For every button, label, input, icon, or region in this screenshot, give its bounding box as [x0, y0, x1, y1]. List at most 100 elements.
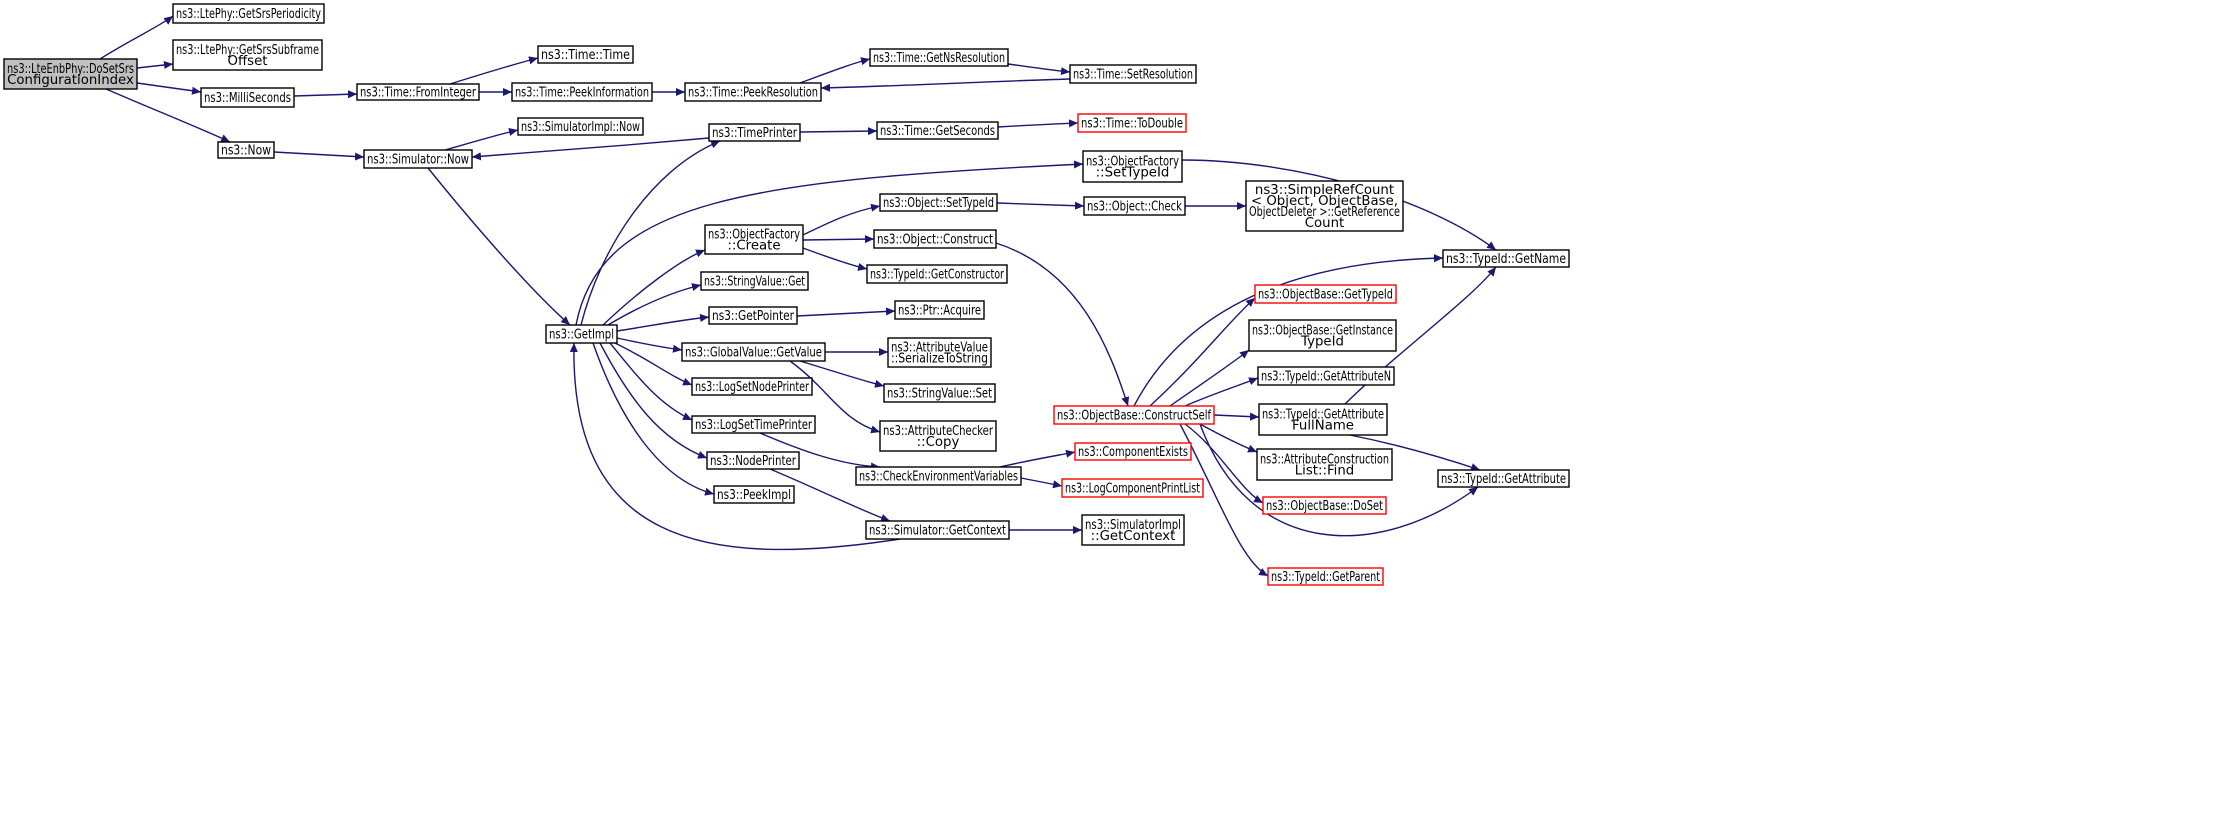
function-box[interactable]	[1248, 319, 1397, 352]
function-node[interactable]: ns3::AttributeChecker::Copy	[879, 420, 997, 452]
incomplete-function-box[interactable]	[1267, 567, 1384, 586]
function-node[interactable]: ns3::Object::SetTypeId	[879, 193, 998, 212]
function-node[interactable]: ns3::Time::Time	[537, 45, 634, 64]
function-node[interactable]: ns3::Object::Construct	[873, 229, 997, 249]
function-node[interactable]: ns3::ObjectBase::GetTypeId	[1254, 284, 1397, 304]
function-node[interactable]: ns3::LteEnbPhy::DoSetSrsConfigurationInd…	[3, 58, 138, 90]
function-node[interactable]: ns3::ObjectBase::ConstructSelf	[1053, 405, 1215, 425]
function-node[interactable]: ns3::Now	[217, 141, 275, 159]
function-box[interactable]	[887, 337, 992, 368]
function-node[interactable]: ns3::GetImpl	[545, 324, 618, 344]
function-node[interactable]: ns3::LogSetTimePrinter	[691, 415, 816, 434]
function-box[interactable]	[883, 383, 996, 403]
function-box[interactable]	[713, 485, 795, 504]
function-node[interactable]: ns3::LtePhy::GetSrsPeriodicity	[172, 3, 325, 24]
function-node[interactable]: ns3::Time::GetNsResolution	[869, 48, 1009, 67]
function-box[interactable]	[681, 342, 826, 362]
incomplete-function-box[interactable]	[1074, 442, 1192, 461]
incomplete-function-box[interactable]	[1254, 284, 1397, 304]
function-box[interactable]	[700, 271, 809, 291]
function-box[interactable]	[1437, 469, 1570, 488]
function-node[interactable]: ns3::LogSetNodePrinter	[691, 377, 813, 396]
function-box[interactable]	[879, 420, 997, 452]
function-box[interactable]	[511, 82, 653, 102]
function-box[interactable]	[1442, 249, 1570, 268]
function-box[interactable]	[1083, 196, 1186, 216]
function-node[interactable]: ns3::GlobalValue::GetValue	[681, 342, 826, 362]
function-node[interactable]: ns3::SimulatorImpl::Now	[517, 117, 644, 136]
function-box[interactable]	[704, 224, 804, 255]
function-box[interactable]	[1257, 366, 1395, 386]
function-box[interactable]	[855, 466, 1022, 486]
function-node[interactable]: ns3::TypeId::GetAttributeN	[1257, 366, 1395, 386]
function-box[interactable]	[691, 377, 813, 396]
function-node[interactable]: ns3::Simulator::GetContext	[865, 520, 1010, 540]
function-box[interactable]	[1258, 403, 1388, 436]
incomplete-function-box[interactable]	[1077, 113, 1187, 133]
function-node[interactable]: ns3::LogComponentPrintList	[1061, 478, 1204, 498]
function-node[interactable]: ns3::SimulatorImpl::GetContext	[1081, 514, 1185, 546]
function-box[interactable]	[865, 520, 1010, 540]
incomplete-function-box[interactable]	[1061, 478, 1204, 498]
function-node[interactable]: ns3::Time::PeekResolution	[684, 82, 822, 102]
function-node[interactable]: ns3::Object::Check	[1083, 196, 1186, 216]
function-box[interactable]	[217, 141, 275, 159]
function-node[interactable]: ns3::Time::ToDouble	[1077, 113, 1187, 133]
function-box[interactable]	[866, 264, 1008, 284]
function-box[interactable]	[873, 229, 997, 249]
function-node[interactable]: ns3::TypeId::GetConstructor	[866, 264, 1008, 284]
function-node[interactable]: ns3::Time::SetResolution	[1069, 64, 1197, 84]
function-box[interactable]	[691, 415, 816, 434]
function-node[interactable]: ns3::StringValue::Set	[883, 383, 996, 403]
function-box[interactable]	[363, 149, 473, 169]
function-node[interactable]: ns3::StringValue::Get	[700, 271, 809, 291]
function-box[interactable]	[200, 87, 295, 108]
function-box[interactable]	[1082, 150, 1183, 183]
function-node[interactable]: ns3::TypeId::GetParent	[1267, 567, 1384, 586]
root-function-box[interactable]	[3, 58, 138, 90]
function-node[interactable]: ns3::Simulator::Now	[363, 149, 473, 169]
function-node[interactable]: ns3::TypeId::GetAttribute	[1437, 469, 1570, 488]
function-box[interactable]	[879, 193, 998, 212]
function-box[interactable]	[894, 300, 985, 320]
function-box[interactable]	[869, 48, 1009, 67]
function-box[interactable]	[708, 306, 798, 325]
function-box[interactable]	[172, 39, 323, 71]
function-node[interactable]: ns3::MilliSeconds	[200, 87, 295, 108]
function-box[interactable]	[1069, 64, 1197, 84]
function-node[interactable]: ns3::TypeId::GetName	[1442, 249, 1570, 268]
function-node[interactable]: ns3::CheckEnvironmentVariables	[855, 466, 1022, 486]
function-box[interactable]	[706, 451, 800, 470]
function-box[interactable]	[1081, 514, 1185, 546]
function-node[interactable]: ns3::NodePrinter	[706, 451, 800, 470]
function-node[interactable]: ns3::Ptr::Acquire	[894, 300, 985, 320]
function-node[interactable]: ns3::Time::FromInteger	[356, 83, 480, 101]
function-node[interactable]: ns3::ObjectBase::DoSet	[1262, 496, 1387, 515]
incomplete-function-box[interactable]	[1053, 405, 1215, 425]
function-node[interactable]: ns3::PeekImpl	[713, 485, 795, 504]
function-box[interactable]	[1256, 448, 1393, 481]
function-box[interactable]	[876, 121, 999, 140]
function-box[interactable]	[517, 117, 644, 136]
function-node[interactable]: ns3::TimePrinter	[708, 123, 801, 142]
function-box[interactable]	[1245, 180, 1404, 232]
function-box[interactable]	[356, 83, 480, 101]
function-box[interactable]	[537, 45, 634, 64]
function-node[interactable]: ns3::SimpleRefCount< Object, ObjectBase,…	[1245, 180, 1404, 232]
function-node[interactable]: ns3::ObjectFactory::Create	[704, 224, 804, 255]
function-box[interactable]	[684, 82, 822, 102]
function-node[interactable]: ns3::ObjectFactory::SetTypeId	[1082, 150, 1183, 183]
function-node[interactable]: ns3::ComponentExists	[1074, 442, 1192, 461]
function-node[interactable]: ns3::GetPointer	[708, 306, 798, 325]
function-node[interactable]: ns3::AttributeValue::SerializeToString	[887, 337, 992, 368]
function-node[interactable]: ns3::Time::GetSeconds	[876, 121, 999, 140]
function-box[interactable]	[545, 324, 618, 344]
function-box[interactable]	[172, 3, 325, 24]
function-box[interactable]	[708, 123, 801, 142]
incomplete-function-box[interactable]	[1262, 496, 1387, 515]
function-node[interactable]: ns3::Time::PeekInformation	[511, 82, 653, 102]
